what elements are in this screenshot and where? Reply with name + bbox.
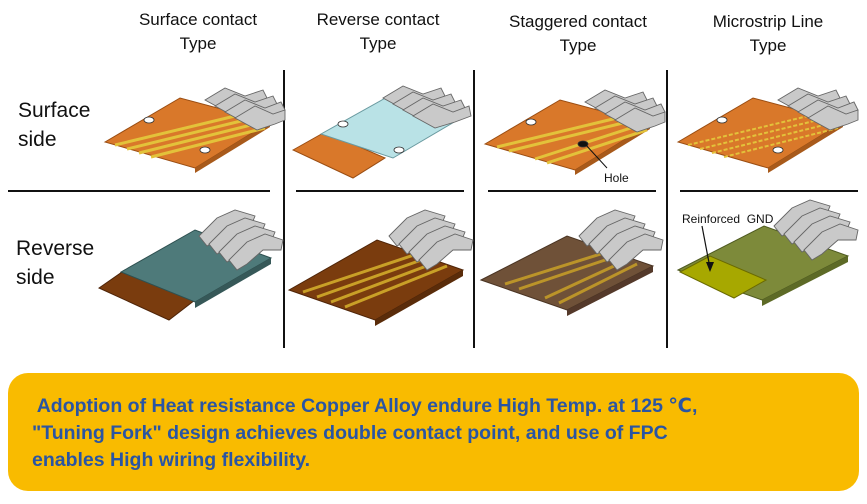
feature-banner: Adoption of Heat resistance Copper Alloy… [8,373,859,491]
col-header-surface-contact: Surface contact Type [108,8,288,56]
connector-staggered-contact-surface-side: Hole [483,89,666,185]
grid-hline-2 [296,190,464,192]
col-header-line1: Reverse contact [316,10,440,29]
banner-line-1: Adoption of Heat resistance Copper Alloy… [32,395,698,417]
banner-line-3: enables High wiring flexibility. [32,449,311,471]
hole-annotation: Hole [604,171,629,185]
col-header-microstrip-line: Microstrip Line Type [678,10,858,58]
col-header-line1: Surface contact [138,10,258,29]
banner-line-2: "Tuning Fork" design achieves double con… [32,422,668,444]
grid-vline-2 [473,70,475,348]
col-header-line1: Microstrip Line [712,12,824,31]
row-header-surface-side: Surface side [18,96,90,154]
col-header-line2: Type [179,34,217,53]
grid-hline-3 [488,190,656,192]
connector-staggered-contact-reverse-side [479,209,664,316]
row-header-line2: side [18,128,57,151]
connector-microstrip-reverse-side: Reinforced GND [676,199,859,306]
col-header-line2: Type [749,36,787,55]
grid-hline-1 [8,190,270,192]
col-header-staggered-contact: Staggered contact Type [478,10,678,58]
row-header-line1: Surface [18,99,91,122]
row-header-line2: side [16,266,55,289]
col-header-reverse-contact: Reverse contact Type [288,8,468,56]
grid-vline-1 [283,70,285,348]
row-header-line1: Reverse [16,237,95,260]
row-header-reverse-side: Reverse side [16,234,94,292]
connector-surface-contact-surface-side [103,87,286,173]
connector-reverse-contact-surface-side [291,85,472,179]
col-header-line2: Type [559,36,597,55]
grid-hline-4 [680,190,858,192]
col-header-line1: Staggered contact [509,12,647,31]
col-header-line2: Type [359,34,397,53]
connector-surface-contact-reverse-side [97,209,284,321]
reinforced-gnd-annotation: Reinforced GND [682,212,774,226]
connector-microstrip-surface-side [676,87,859,173]
connector-reverse-contact-reverse-side [287,209,474,326]
grid-vline-3 [666,70,668,348]
